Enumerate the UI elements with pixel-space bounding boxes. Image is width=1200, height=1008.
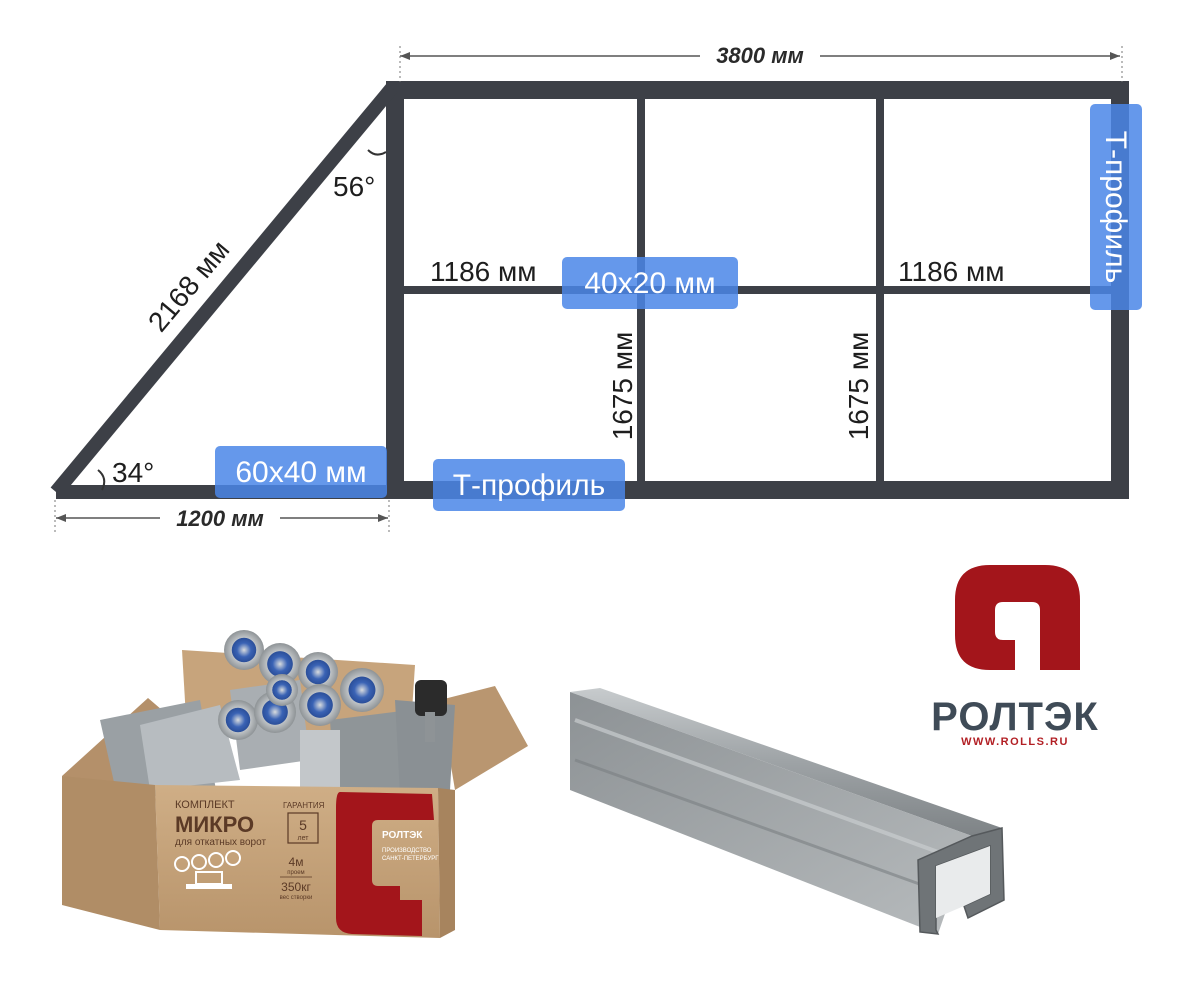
logo-url: WWW.ROLLS.RU: [961, 736, 1069, 748]
logo-mark-icon: [955, 565, 1080, 670]
profile-tag-40x20: 40x20 мм: [562, 257, 738, 309]
brand-logo: РОЛТЭК WWW.ROLLS.RU: [931, 565, 1099, 748]
rubber-stopper: [415, 680, 447, 716]
mid-span-left-label: 1186 мм: [430, 256, 537, 287]
top-dim-bg: [700, 42, 820, 68]
roller-wheels: [218, 630, 384, 740]
t-profile-bottom-label: Т-профиль: [453, 469, 606, 502]
box-brand: РОЛТЭК: [382, 830, 423, 841]
box-span-value: 4м: [289, 855, 304, 869]
top-width-label: 3800 мм: [716, 43, 804, 68]
mid-right-bg: [892, 254, 1026, 286]
diagonal-brace: [50, 83, 398, 497]
box-side: [62, 776, 160, 930]
box-warranty-unit: лет: [298, 835, 310, 842]
bottom-dim-bg: [160, 506, 280, 530]
profile-tag-60x40: 60x40 мм: [215, 446, 387, 498]
mid-span-right-label: 1186 мм: [898, 256, 1005, 287]
angle-top-label: 56°: [333, 171, 375, 202]
box-flap-right: [440, 686, 528, 790]
profile-60x40-label: 60x40 мм: [235, 456, 366, 489]
angle-arc-bottom: [97, 469, 106, 491]
box-city: САНКТ-ПЕТЕРБУРГ: [382, 856, 439, 862]
box-production: ПРОИЗВОДСТВО: [382, 848, 432, 854]
box-weight-label: вес створки: [280, 895, 313, 901]
profile-tag-t-bottom: Т-профиль: [433, 459, 625, 511]
box-warranty-years: 5: [299, 817, 307, 833]
box-brand-mark-icon: [336, 792, 434, 936]
steel-rail-image: [570, 688, 1005, 935]
t-profile-right-label: Т-профиль: [1099, 131, 1132, 284]
angle-arc-top: [367, 149, 387, 156]
post-height-right-label: 1675 мм: [843, 332, 874, 441]
box-kit-purpose: для откатных ворот: [175, 837, 266, 848]
kit-box-image: КОМПЛЕКТ МИКРО для откатных ворот ГАРАНТ…: [62, 630, 528, 938]
box-kit-label: КОМПЛЕКТ: [175, 799, 235, 811]
post-height-left-label: 1675 мм: [607, 332, 638, 441]
box-roller-icon: [174, 850, 241, 889]
box-weight-value: 350кг: [281, 880, 311, 894]
angle-bottom-label: 34°: [112, 457, 154, 488]
box-kit-name: МИКРО: [175, 812, 254, 837]
box-warranty-label: ГАРАНТИЯ: [283, 801, 325, 810]
profile-tag-t-right: Т-профиль: [1090, 104, 1142, 310]
mid-left-bg: [424, 254, 558, 286]
logo-wordmark: РОЛТЭК: [931, 695, 1099, 739]
profile-40x20-label: 40x20 мм: [584, 267, 715, 300]
warranty-frame: [287, 812, 319, 844]
bottom-width-label: 1200 мм: [176, 506, 264, 531]
box-span-label: проем: [287, 870, 304, 876]
